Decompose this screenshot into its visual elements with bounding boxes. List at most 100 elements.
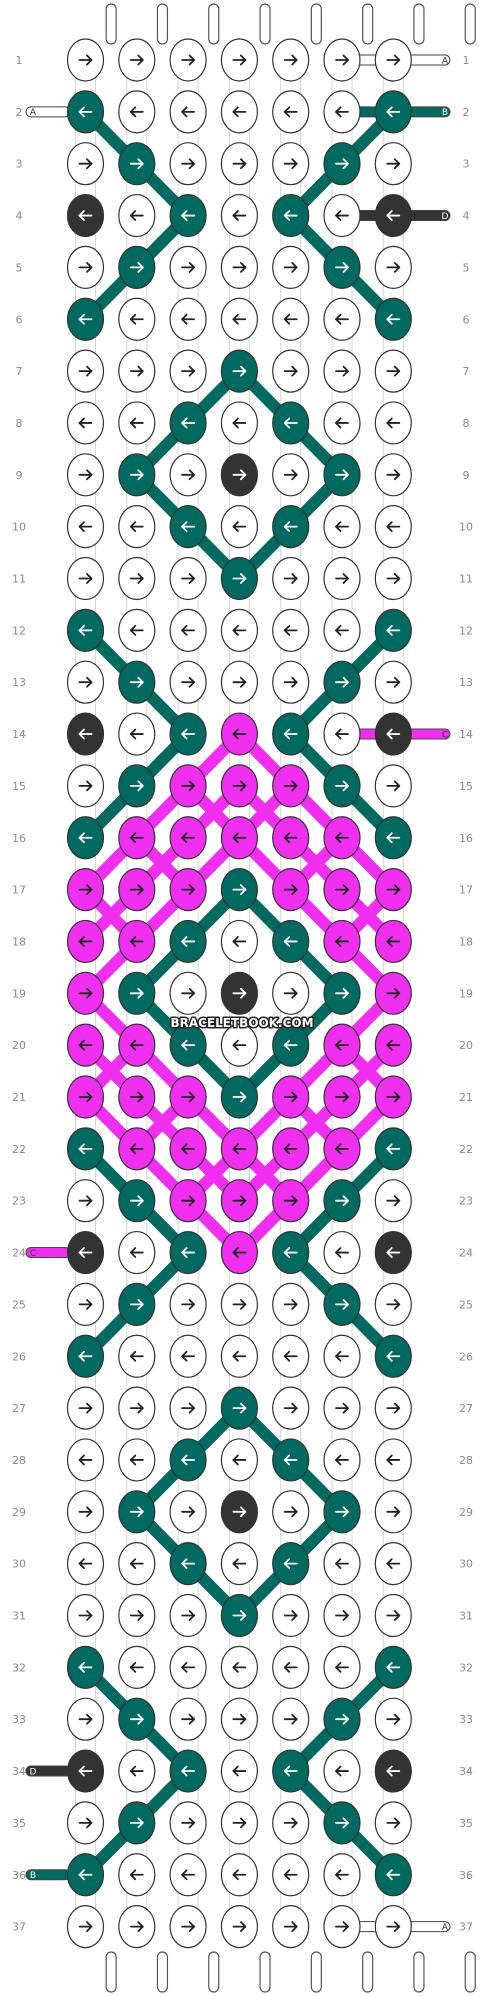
arrow-right-icon xyxy=(78,987,93,999)
knot xyxy=(374,90,412,134)
arrow-left-icon xyxy=(386,210,401,221)
arrow-left-icon xyxy=(386,624,401,636)
row-number-right: 9 xyxy=(463,469,470,482)
arrow-left-icon xyxy=(386,1039,401,1051)
arrow-left-icon xyxy=(181,106,196,118)
knot xyxy=(323,1904,361,1949)
arrow-right-icon xyxy=(181,676,196,688)
knot xyxy=(66,919,105,964)
row-number-right: 17 xyxy=(459,884,473,897)
arrow-right-icon xyxy=(129,1195,144,1207)
row-number-left: 29 xyxy=(12,1506,26,1519)
arrow-left-icon xyxy=(232,1558,247,1570)
arrow-left-icon xyxy=(129,1454,144,1466)
knot xyxy=(323,608,361,652)
knot xyxy=(323,919,361,964)
arrow-right-icon xyxy=(78,54,93,66)
knot xyxy=(118,1179,156,1223)
arrow-right-icon xyxy=(129,676,144,688)
row-number-left: 11 xyxy=(12,573,26,586)
knot xyxy=(220,1127,258,1171)
knot xyxy=(220,453,258,497)
knot xyxy=(220,1542,258,1586)
arrow-right-icon xyxy=(232,884,247,895)
knot xyxy=(374,349,412,393)
knot xyxy=(272,142,310,186)
arrow-right-icon xyxy=(129,573,144,584)
knot xyxy=(272,1697,310,1741)
arrow-right-icon xyxy=(181,469,196,481)
arrow-left-icon xyxy=(181,210,196,221)
knot xyxy=(272,297,310,341)
arrow-right-icon xyxy=(283,1402,298,1414)
knot xyxy=(169,1593,207,1638)
arrow-right-icon xyxy=(283,1506,298,1518)
row-number-left: 21 xyxy=(12,1091,26,1104)
arrow-left-icon xyxy=(78,1558,93,1570)
knot xyxy=(374,505,412,549)
arrow-right-icon xyxy=(181,158,196,170)
thread-end-bottom xyxy=(259,1951,271,1993)
row-number-left: 3 xyxy=(16,158,23,171)
arrow-left-icon xyxy=(283,1869,298,1881)
arrow-right-icon xyxy=(78,780,93,792)
knot xyxy=(272,608,310,652)
arrow-left-icon xyxy=(78,417,93,429)
arrow-left-icon xyxy=(386,1558,401,1570)
thread-end-top xyxy=(362,3,374,45)
arrow-right-icon xyxy=(129,1091,144,1103)
arrow-right-icon xyxy=(78,469,93,481)
arrow-right-icon xyxy=(335,884,349,895)
arrow-left-icon xyxy=(283,210,298,221)
arrow-left-icon xyxy=(232,1247,247,1258)
knot xyxy=(118,1127,156,1171)
knot xyxy=(374,1075,412,1119)
knot xyxy=(118,971,156,1015)
row-number-left: 13 xyxy=(12,676,26,689)
arrow-right-icon xyxy=(386,54,401,66)
thread-end-top xyxy=(464,3,476,45)
arrow-right-icon xyxy=(283,1817,298,1829)
arrow-right-icon xyxy=(386,1402,401,1414)
row-number-right: 1 xyxy=(463,54,470,67)
thread-letter: B xyxy=(30,1871,36,1881)
knot xyxy=(323,1801,361,1845)
knot xyxy=(118,712,156,756)
knot xyxy=(272,453,310,497)
arrow-right-icon xyxy=(283,1091,298,1103)
row-number-left: 5 xyxy=(16,261,23,274)
thread-letter: C xyxy=(442,730,448,740)
knot xyxy=(374,816,412,860)
knot xyxy=(272,1334,310,1378)
arrow-right-icon xyxy=(335,1921,349,1932)
arrow-right-icon xyxy=(335,158,349,170)
arrow-left-icon xyxy=(283,1454,298,1466)
knot xyxy=(323,38,361,82)
knot xyxy=(169,1230,207,1275)
arrow-right-icon xyxy=(386,1091,401,1103)
knot xyxy=(323,1542,361,1586)
knot xyxy=(169,1801,207,1845)
arrow-left-icon xyxy=(181,1454,196,1466)
knot xyxy=(66,1334,105,1378)
knot xyxy=(118,660,156,704)
row-number-right: 23 xyxy=(459,1195,473,1208)
knot xyxy=(374,297,412,341)
knot xyxy=(272,1542,310,1586)
knot xyxy=(272,1904,310,1949)
knot xyxy=(220,1645,258,1689)
knot xyxy=(169,297,207,341)
knot xyxy=(374,1697,412,1741)
arrow-right-icon xyxy=(283,1713,298,1725)
row-number-right: 24 xyxy=(459,1247,473,1260)
arrow-right-icon xyxy=(283,365,298,377)
knot xyxy=(220,608,258,652)
knot xyxy=(323,297,361,341)
row-number-right: 30 xyxy=(459,1558,473,1571)
knot xyxy=(374,764,412,808)
knot xyxy=(118,1230,156,1275)
arrow-right-icon xyxy=(78,1299,93,1310)
knot xyxy=(323,1179,361,1223)
arrow-left-icon xyxy=(386,1247,401,1258)
